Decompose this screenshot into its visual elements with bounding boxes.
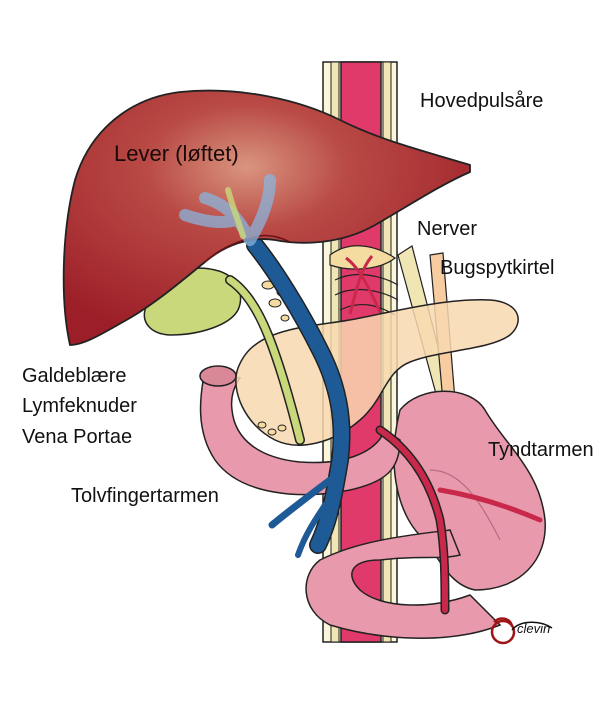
label-nerves: Nerver bbox=[417, 218, 478, 240]
lower-intestine bbox=[305, 529, 502, 639]
label-gallbladder: Galdeblære bbox=[22, 365, 127, 387]
small-intestine bbox=[393, 390, 546, 591]
label-duodenum: Tolvfingertarmen bbox=[71, 485, 219, 507]
label-liver: Lever (løftet) bbox=[114, 141, 239, 166]
signature-logo bbox=[490, 617, 553, 645]
signature-text: clevin bbox=[517, 621, 551, 636]
label-lymph-nodes: Lymfeknuder bbox=[22, 395, 137, 417]
label-small-intestine: Tyndtarmen bbox=[488, 439, 594, 461]
label-pancreas: Bugspytkirtel bbox=[440, 257, 555, 279]
hepatic-vessels bbox=[179, 174, 276, 246]
portal-vein bbox=[246, 236, 351, 558]
mesenteric-artery bbox=[375, 425, 543, 615]
label-portal-vein: Vena Portae bbox=[22, 426, 133, 448]
label-aorta: Hovedpulsåre bbox=[420, 90, 544, 112]
